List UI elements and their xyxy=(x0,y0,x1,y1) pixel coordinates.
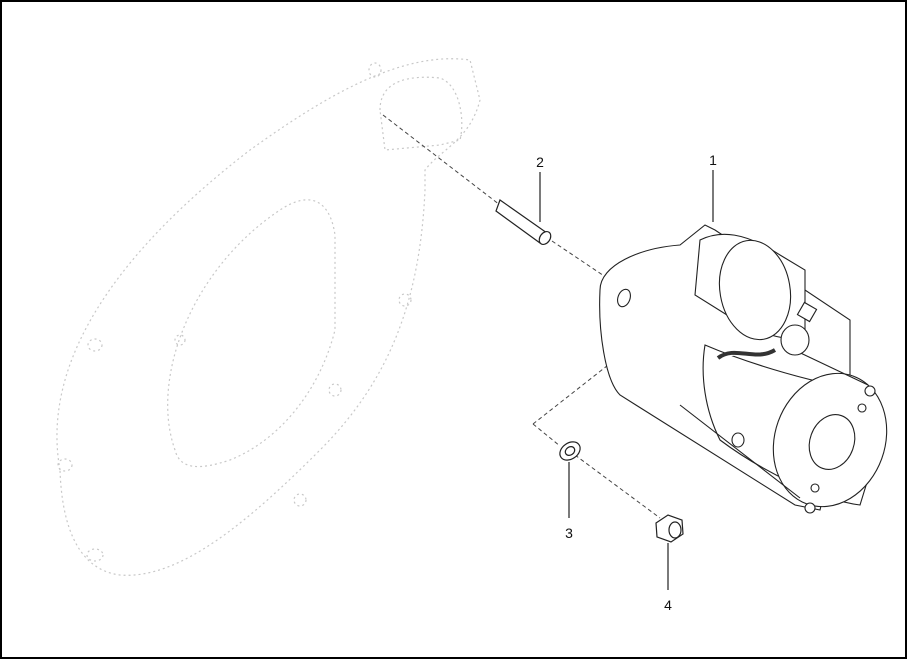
starter-motor xyxy=(599,224,888,514)
callout-3: 3 xyxy=(565,525,573,541)
callout-4: 4 xyxy=(664,597,672,613)
callout-2: 2 xyxy=(536,154,544,170)
flywheel-housing-phantom xyxy=(56,58,481,576)
nut xyxy=(655,514,684,543)
washer xyxy=(559,441,581,461)
dowel-pin xyxy=(495,199,552,246)
leader-lines xyxy=(539,170,714,590)
callout-1: 1 xyxy=(709,152,717,168)
